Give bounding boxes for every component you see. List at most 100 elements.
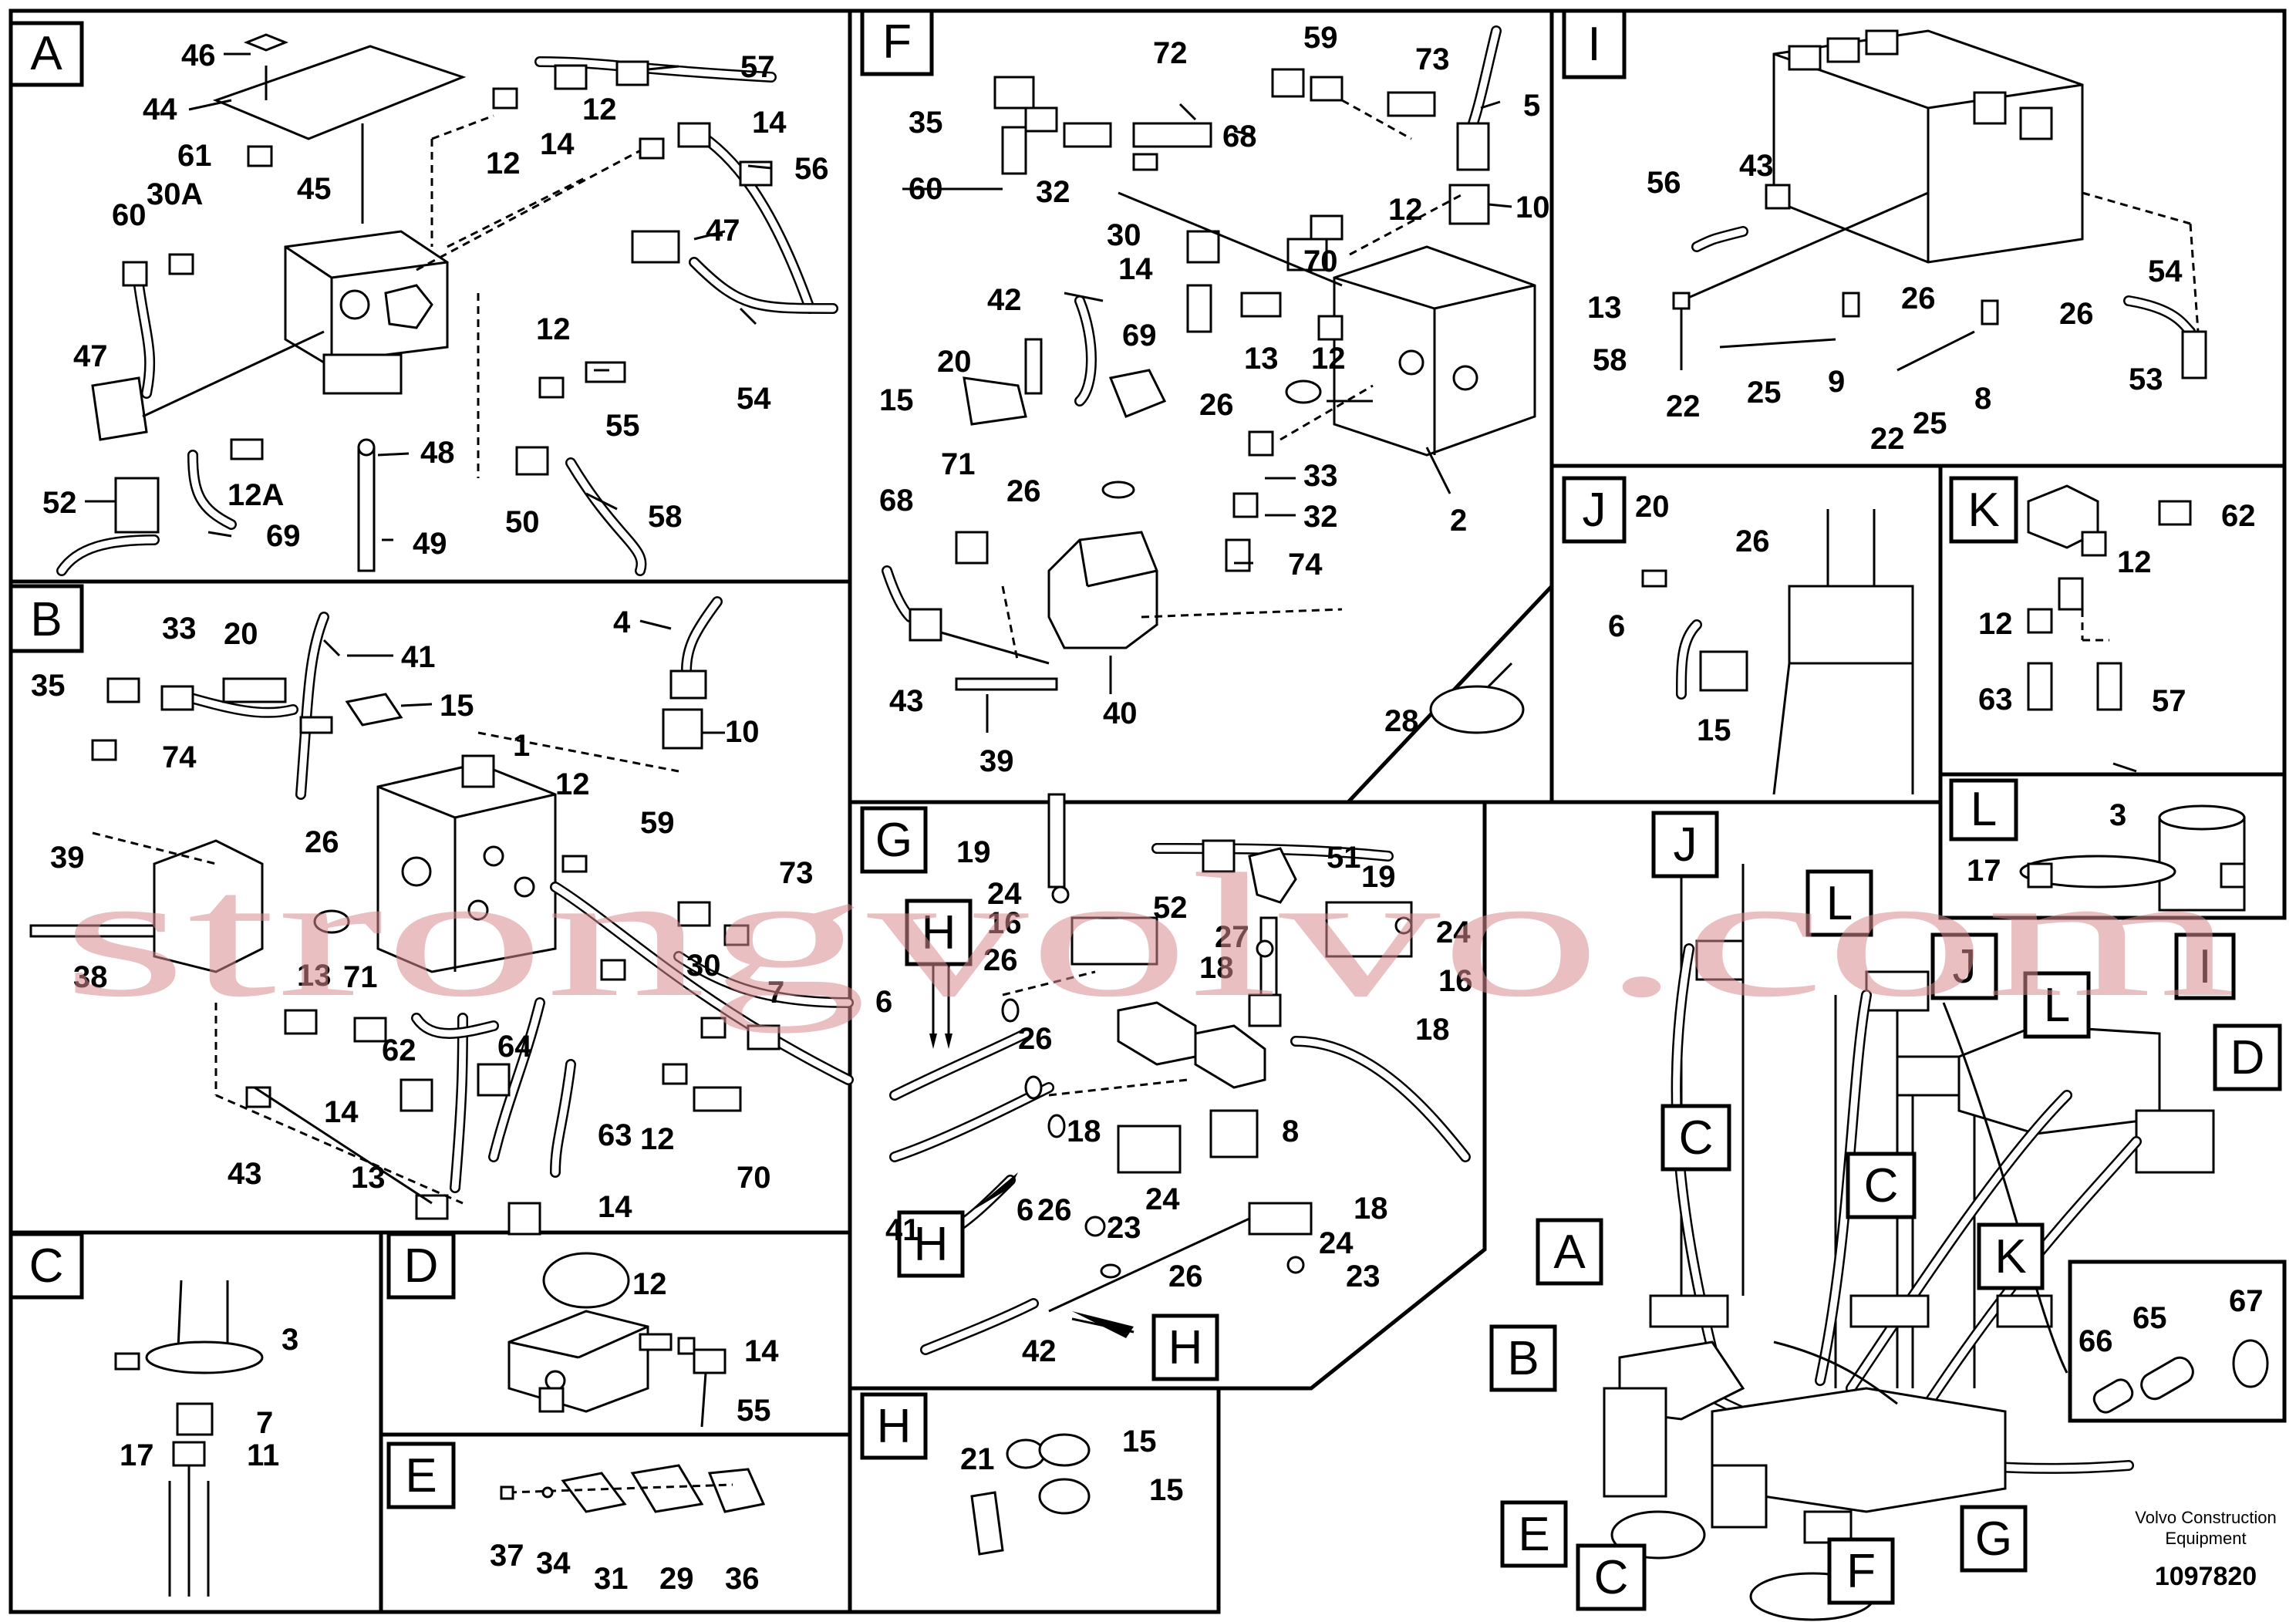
part-number-label: 40 <box>1103 696 1138 730</box>
part-number-label: 11 <box>247 1438 279 1472</box>
part-number-label: 12 <box>2117 545 2152 579</box>
part-number-label: 15 <box>1697 713 1731 747</box>
labels-section-a: 46 44 61 57 12 14 12 14 56 45 30A 60 47 … <box>42 39 829 561</box>
section-label-j: J <box>1583 484 1607 537</box>
section-g-drawing <box>889 793 1471 1355</box>
overview-c-1: C <box>1679 1111 1714 1165</box>
part-number-label: 73 <box>1415 42 1450 76</box>
part-number-label: 1 <box>513 729 530 763</box>
part-number-label: 30 <box>1107 218 1141 252</box>
labels-section-i: 56 43 13 26 26 54 58 22 25 9 22 25 8 53 <box>1587 149 2183 456</box>
part-number-label: 26 <box>1168 1259 1203 1293</box>
part-number-label: 15 <box>440 689 474 723</box>
h-marker-2: H <box>914 1218 949 1271</box>
part-number-label: 51 <box>1327 841 1361 875</box>
overview-l-1: L <box>1826 877 1853 930</box>
part-number-label: 44 <box>143 93 177 126</box>
part-number-label: 71 <box>343 960 378 994</box>
h-marker-1: H <box>922 906 956 959</box>
part-number-label: 23 <box>1346 1259 1381 1293</box>
footer: Volvo Construction Equipment 1097820 <box>2135 1508 2276 1591</box>
overview-e: E <box>1518 1508 1549 1561</box>
part-number-label: 48 <box>420 436 455 470</box>
part-number-label: 57 <box>740 50 775 84</box>
part-number-label: 52 <box>42 486 77 520</box>
section-boxes: A F I B J K L C D E G H <box>8 8 2018 1509</box>
h-marker-boxes: H H H <box>897 899 1219 1381</box>
part-number-label: 24 <box>1319 1226 1354 1260</box>
part-number-label: 45 <box>297 172 332 206</box>
part-number-label: 37 <box>490 1539 524 1573</box>
part-number-label: 63 <box>1978 683 2013 717</box>
part-number-label: 20 <box>937 345 972 379</box>
watermark: strongvolvo.com <box>62 837 2237 1034</box>
part-number-label: 59 <box>640 806 675 840</box>
part-number-label: 38 <box>73 960 108 994</box>
h-marker-3: H <box>1168 1321 1203 1374</box>
part-number-label: 25 <box>1913 406 1947 440</box>
overview-j-2: J <box>1953 940 1977 993</box>
part-number-label: 34 <box>536 1546 571 1580</box>
part-number-label: 39 <box>979 744 1014 778</box>
labels-section-f: 59 72 73 35 68 5 60 32 30 12 10 14 70 42… <box>879 21 1550 778</box>
part-number-label: 26 <box>1735 524 1770 558</box>
overview-l-2: L <box>2044 979 2070 1032</box>
part-number-label: 14 <box>752 106 787 140</box>
overview-a: A <box>1553 1226 1586 1279</box>
overview-k: K <box>1994 1230 2026 1283</box>
part-number-label: 52 <box>1153 891 1188 925</box>
part-number-label: 17 <box>1967 854 2001 888</box>
part-number-label: 74 <box>1288 548 1323 582</box>
part-number-label: 9 <box>1828 365 1845 399</box>
part-number-label: 20 <box>224 617 258 651</box>
part-number-label: 26 <box>983 943 1018 977</box>
labels-section-l: 3 17 <box>1967 798 2126 888</box>
part-number-label: 18 <box>1199 951 1234 985</box>
part-number-label: 16 <box>1438 964 1473 998</box>
part-number-label: 26 <box>1006 474 1041 508</box>
part-number-label: 2 <box>1450 504 1467 538</box>
section-i-drawing <box>1672 29 2207 379</box>
part-number-label: 18 <box>1067 1114 1101 1148</box>
section-label-f: F <box>882 15 912 69</box>
part-number-label: 64 <box>497 1030 532 1064</box>
overview-f: F <box>1846 1545 1876 1598</box>
part-number-label: 26 <box>305 825 339 859</box>
part-number-label: 19 <box>1361 860 1396 894</box>
labels-section-b: 33 20 41 15 4 35 74 10 1 12 59 73 26 39 … <box>31 605 814 1224</box>
part-number-label: 50 <box>505 505 540 539</box>
part-number-label: 26 <box>1018 1022 1053 1056</box>
footer-brand-line2: Equipment <box>2165 1529 2246 1548</box>
part-number-label: 10 <box>1515 191 1550 224</box>
part-number-label: 24 <box>987 877 1022 911</box>
part-number-label: 8 <box>1974 382 1991 416</box>
section-label-l: L <box>1971 783 1997 836</box>
part-number-label: 41 <box>885 1213 920 1247</box>
part-number-label: 12 <box>536 312 571 346</box>
part-number-label: 24 <box>1145 1182 1180 1216</box>
part-number-label: 18 <box>1354 1192 1388 1226</box>
section-label-g: G <box>875 814 912 867</box>
part-number-label: 72 <box>1153 36 1188 70</box>
labels-section-k: 62 12 12 63 57 <box>1978 499 2256 718</box>
h-arrows <box>929 964 1135 1338</box>
part-number-label: 69 <box>1122 319 1157 352</box>
part-number-label: 63 <box>598 1118 632 1152</box>
part-number-label: 39 <box>50 841 85 875</box>
section-label-a: A <box>30 27 62 80</box>
section-h-drawing <box>970 1433 1091 1556</box>
section-k-drawing <box>2027 484 2192 711</box>
part-number-label: 3 <box>2109 798 2126 832</box>
part-number-label: 24 <box>1436 916 1471 949</box>
overview-g: G <box>1975 1512 2012 1566</box>
part-number-label: 47 <box>706 214 740 248</box>
part-number-label: 13 <box>1244 342 1279 376</box>
part-number-label: 62 <box>2221 499 2256 533</box>
part-number-label: 14 <box>598 1190 632 1224</box>
part-number-label: 70 <box>737 1161 771 1195</box>
part-number-label: 55 <box>605 409 640 443</box>
part-number-label: 65 <box>2132 1301 2167 1335</box>
section-label-d: D <box>404 1239 439 1293</box>
part-number-label: 62 <box>382 1034 416 1067</box>
part-number-label: 35 <box>909 106 943 140</box>
